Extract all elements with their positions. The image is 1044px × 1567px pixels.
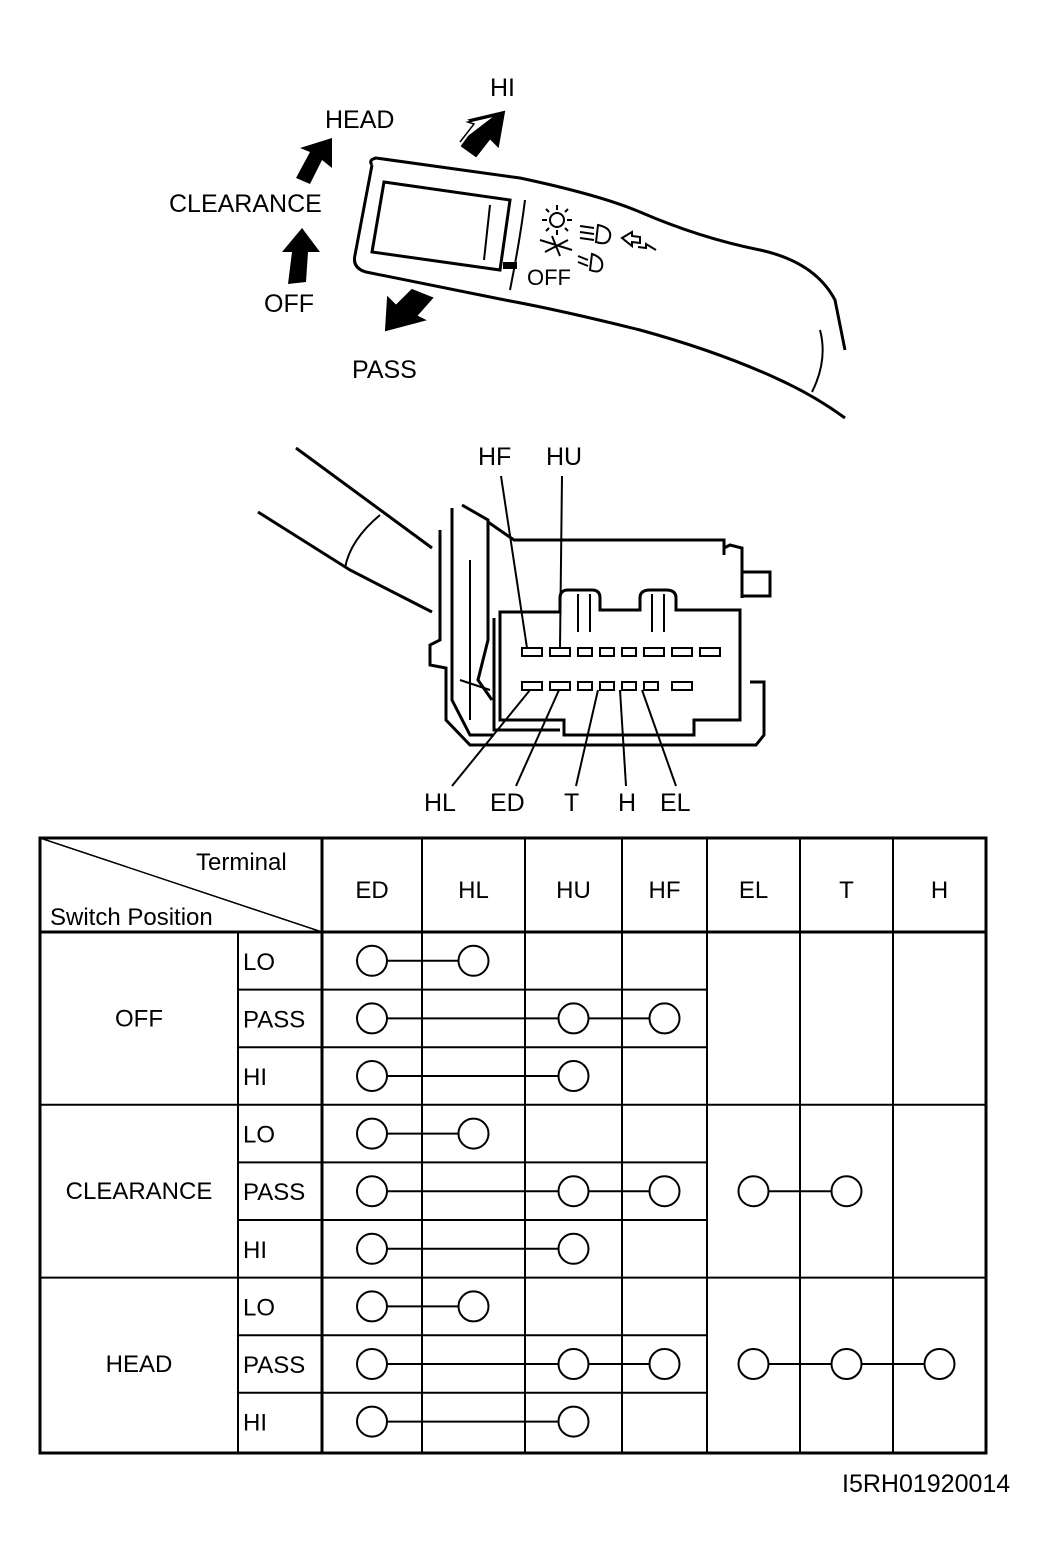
label-hi: HI — [490, 74, 515, 102]
terminal-header-hf: HF — [649, 877, 681, 904]
continuity-dot-hu — [557, 1175, 590, 1208]
row-label-pass: PASS — [243, 1352, 305, 1379]
continuity-dot-hu — [557, 1405, 590, 1438]
header-diagonal — [39, 837, 323, 933]
header-terminal: Terminal — [196, 849, 287, 876]
table-border — [38, 836, 988, 1455]
continuity-dot-ed — [356, 1232, 388, 1265]
connector-label-t: T — [564, 789, 579, 817]
table-grid — [40, 838, 986, 1453]
continuity-dot-hu — [557, 1232, 590, 1265]
arrow-up-icon-off-to-clearance — [282, 228, 320, 284]
header-switch-position: Switch Position — [50, 904, 213, 931]
connector-label-el: EL — [660, 789, 691, 817]
connector-pins-bottom-row — [521, 681, 693, 691]
connector-label-ed: ED — [490, 789, 525, 817]
row-label-hi: HI — [243, 1237, 267, 1264]
low-beam-icon — [577, 252, 604, 273]
row-label-lo: LO — [243, 1122, 275, 1149]
connector-label-hf: HF — [478, 443, 511, 471]
continuity-dot-hu — [557, 1060, 590, 1092]
switch-position-groups: OFF CLEARANCE HEAD — [66, 1005, 213, 1378]
continuity-dot-ed — [356, 1117, 388, 1150]
continuity-dot-hf — [648, 1348, 681, 1380]
continuity-dot-ed — [356, 1175, 388, 1208]
continuity-dot-el — [737, 1348, 770, 1380]
continuity-dot-t — [830, 1175, 863, 1208]
terminal-header-hu: HU — [556, 877, 591, 904]
row-label-pass: PASS — [243, 1006, 305, 1033]
continuity-dot-ed — [356, 1348, 388, 1380]
terminal-header-t: T — [839, 877, 854, 904]
continuity-marks — [356, 944, 956, 1438]
arrow-hi-icon — [459, 110, 506, 158]
connector-label-hu: HU — [546, 443, 582, 471]
continuity-dot-ed — [356, 1405, 388, 1438]
headlight-icon — [579, 223, 612, 245]
continuity-dot-h — [923, 1348, 956, 1380]
beam-position-rows: LO PASS HI LO PASS HI LO PASS HI — [243, 949, 305, 1437]
terminal-headers: ED HL HU HF EL T H — [355, 877, 948, 904]
turn-arrows-icon — [620, 230, 657, 251]
arrow-up-icon-clearance-to-head — [296, 138, 332, 184]
lever-off-mark: OFF — [527, 265, 571, 290]
continuity-dot-hu — [557, 1348, 590, 1380]
continuity-dot-hu — [557, 1002, 590, 1035]
continuity-dot-el — [737, 1175, 770, 1208]
continuity-table: Terminal Switch Position ED HL HU HF EL T H OF… — [38, 836, 988, 1455]
connector-illustration: HF HU HL ED T H EL — [257, 443, 772, 817]
label-pass: PASS — [352, 356, 417, 384]
terminal-header-hl: HL — [458, 877, 489, 904]
group-label-head: HEAD — [106, 1351, 173, 1378]
terminal-header-ed: ED — [355, 877, 388, 904]
parking-light-icon — [542, 205, 572, 235]
continuity-dot-t — [830, 1348, 863, 1380]
continuity-dot-hl — [457, 1117, 490, 1150]
terminal-header-h: H — [931, 877, 948, 904]
row-label-hi: HI — [243, 1064, 267, 1091]
continuity-dot-hf — [648, 1002, 681, 1035]
continuity-dot-hf — [648, 1175, 681, 1208]
connector-pins-top-row — [521, 647, 721, 657]
terminal-header-el: EL — [739, 877, 768, 904]
group-label-off: OFF — [115, 1005, 163, 1032]
label-off: OFF — [264, 290, 314, 318]
row-label-lo: LO — [243, 1294, 275, 1321]
continuity-dot-hl — [457, 1290, 490, 1323]
continuity-dot-ed — [356, 1290, 388, 1323]
label-clearance: CLEARANCE — [169, 190, 322, 218]
connector-label-hl: HL — [424, 789, 456, 817]
continuity-dot-ed — [356, 1002, 388, 1035]
connector-label-h: H — [618, 789, 636, 817]
off-position-mark — [503, 262, 517, 269]
row-label-pass: PASS — [243, 1179, 305, 1206]
row-label-hi: HI — [243, 1410, 267, 1437]
continuity-dot-hl — [457, 944, 490, 977]
row-label-lo: LO — [243, 949, 275, 976]
figure-code: I5RH01920014 — [842, 1470, 1010, 1498]
arrow-pass-icon — [384, 288, 434, 332]
lever-illustration: OFF HI HEAD CLEARANCE OFF PASS — [169, 74, 847, 420]
fog-light-icon — [539, 235, 573, 257]
continuity-dot-ed — [356, 944, 388, 977]
group-label-clearance: CLEARANCE — [66, 1178, 213, 1205]
label-head: HEAD — [325, 106, 394, 134]
continuity-dot-ed — [356, 1060, 388, 1092]
